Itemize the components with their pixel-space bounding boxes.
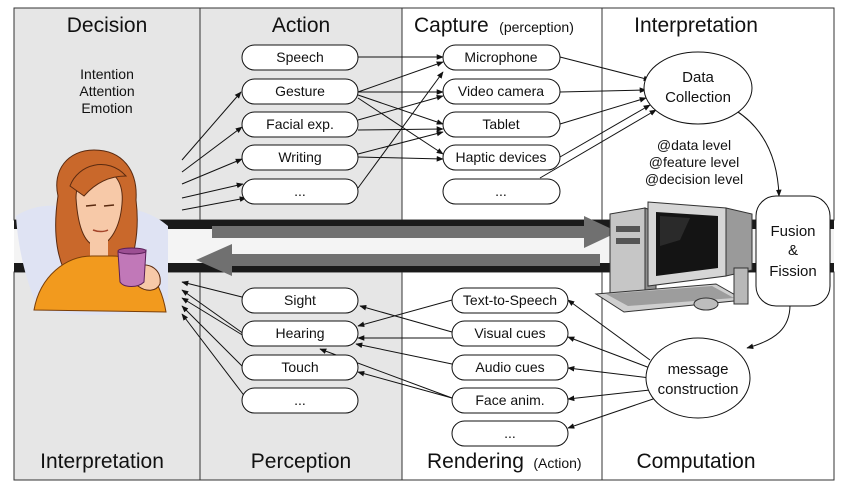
svg-text:Gesture: Gesture — [275, 83, 325, 99]
svg-text:...: ... — [495, 183, 507, 199]
data-collection-node: Data Collection — [643, 51, 753, 125]
action-pill-facial-exp: Facial exp. — [241, 111, 359, 138]
capture-pill-tablet: Tablet — [442, 111, 561, 138]
svg-text:Facial exp.: Facial exp. — [266, 116, 334, 132]
decision-item: Intention — [80, 66, 134, 82]
rendering-pill-audio-cues: Audio cues — [451, 354, 569, 381]
capture-pill-video-camera: Video camera — [442, 78, 561, 105]
fusion-fission-node: Fusion & Fission — [755, 195, 831, 307]
title-computation: Computation — [636, 450, 755, 473]
svg-text:Text-to-Speech: Text-to-Speech — [463, 292, 557, 308]
svg-text:&: & — [788, 242, 798, 259]
svg-text:Tablet: Tablet — [482, 116, 519, 132]
capture-pill-more: ... — [442, 178, 561, 205]
svg-text:construction: construction — [658, 381, 739, 398]
svg-text:Writing: Writing — [278, 149, 321, 165]
message-construction-node: message construction — [645, 337, 751, 419]
flow-arrow-left — [196, 244, 600, 276]
svg-text:Microphone: Microphone — [464, 49, 537, 65]
svg-text:Fusion: Fusion — [770, 223, 815, 240]
svg-text:Audio cues: Audio cues — [475, 359, 544, 375]
svg-text:...: ... — [294, 392, 306, 408]
perception-pill-more: ... — [241, 387, 359, 414]
svg-text:Hearing: Hearing — [275, 325, 324, 341]
svg-text:Collection: Collection — [665, 89, 731, 106]
action-pill-gesture: Gesture — [241, 78, 359, 105]
flow-arrow-right — [212, 216, 618, 248]
title-interpretation-bottom: Interpretation — [40, 450, 164, 473]
connectors — [181, 54, 791, 429]
level-text: @data level — [657, 137, 731, 153]
svg-text:message: message — [668, 361, 729, 378]
rendering-pill-text-to-speech: Text-to-Speech — [451, 287, 569, 314]
svg-text:Video camera: Video camera — [458, 83, 544, 99]
svg-text:Touch: Touch — [281, 359, 318, 375]
perception-pill-hearing: Hearing — [241, 320, 359, 347]
perception-pill-touch: Touch — [241, 354, 359, 381]
perception-pill-sight: Sight — [241, 287, 359, 314]
level-text: @decision level — [645, 171, 743, 187]
title-decision: Decision — [67, 14, 148, 37]
rendering-pill-more: ... — [451, 420, 569, 447]
computer-icon — [594, 201, 753, 313]
title-interpretation-top: Interpretation — [634, 14, 758, 37]
svg-text:Sight: Sight — [284, 292, 316, 308]
action-pill-writing: Writing — [241, 144, 359, 171]
svg-text:...: ... — [294, 183, 306, 199]
svg-text:...: ... — [504, 425, 516, 441]
action-pill-speech: Speech — [241, 44, 359, 71]
title-action: Action — [272, 14, 330, 37]
decision-item: Attention — [79, 83, 134, 99]
svg-text:Haptic devices: Haptic devices — [455, 149, 546, 165]
capture-pill-microphone: Microphone — [442, 44, 561, 71]
svg-text:Visual cues: Visual cues — [474, 325, 545, 341]
action-pill-more: ... — [241, 178, 359, 205]
svg-text:Data: Data — [682, 69, 714, 86]
level-text: @feature level — [649, 154, 739, 170]
user-woman-icon — [16, 149, 168, 316]
svg-text:Speech: Speech — [276, 49, 323, 65]
svg-text:Face anim.: Face anim. — [475, 392, 544, 408]
title-capture: Capture (perception) — [414, 14, 574, 37]
title-rendering: Rendering (Action) — [427, 450, 582, 473]
capture-pill-haptic-devices: Haptic devices — [442, 144, 561, 171]
title-perception: Perception — [251, 450, 351, 473]
rendering-pill-visual-cues: Visual cues — [451, 320, 569, 347]
decision-item: Emotion — [81, 100, 132, 116]
svg-text:Fission: Fission — [769, 263, 817, 280]
rendering-pill-face-anim: Face anim. — [451, 387, 569, 414]
